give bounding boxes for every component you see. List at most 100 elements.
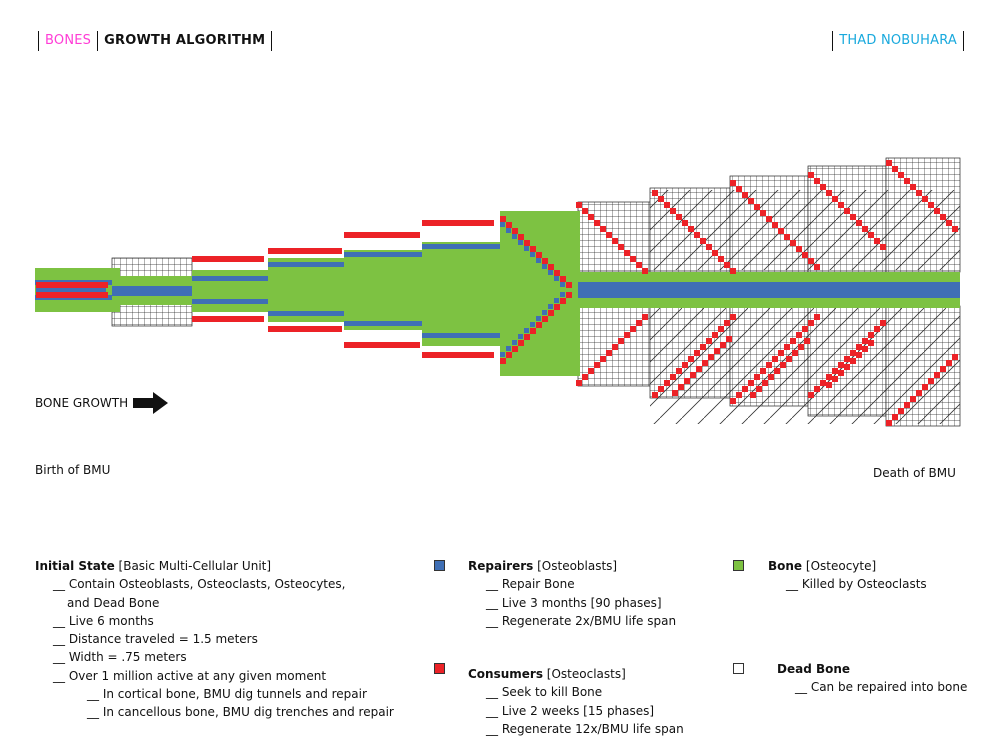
consumer-cells: [742, 386, 748, 392]
consumer-cells: [682, 220, 688, 226]
consumer-cells: [600, 226, 606, 232]
consumer-cells: [652, 190, 658, 196]
consumer-cells: [714, 348, 720, 354]
consumer-cells: [582, 374, 588, 380]
repairer-cells: [554, 298, 559, 303]
consumer-cells: [856, 344, 862, 350]
consumer-cells: [778, 350, 784, 356]
legend-line: __ Regenerate 12x/BMU life span: [486, 721, 684, 736]
bone-growth-label: BONE GROWTH: [35, 396, 129, 410]
consumer-cells: [934, 372, 940, 378]
consumer-cells: [904, 178, 910, 184]
consumer-cells: [760, 368, 766, 374]
repairer-cells: [344, 252, 422, 257]
consumer-cells: [826, 190, 832, 196]
consumer-cells: [548, 264, 554, 270]
consumer-cells: [518, 234, 524, 240]
consumer-cells: [946, 220, 952, 226]
consumer-cells: [624, 250, 630, 256]
legend-line: __ Regenerate 2x/BMU life span: [486, 613, 677, 628]
consumer-cells: [772, 356, 778, 362]
repairer-cells: [35, 222, 960, 357]
legend-line: __ Killed by Osteoclasts: [786, 577, 927, 592]
consumer-cells: [706, 338, 712, 344]
consumer-cells: [582, 208, 588, 214]
consumer-cells: [718, 326, 724, 332]
consumer-cells: [922, 384, 928, 390]
consumer-cells: [36, 160, 958, 426]
bmu-growth-diagram: [35, 157, 961, 427]
repairer-cells: [578, 282, 960, 298]
consumer-cells: [700, 344, 706, 350]
legend-subtitle: [Osteoblasts]: [533, 559, 618, 573]
consumer-cells: [566, 292, 572, 298]
consumer-cells: [808, 172, 814, 178]
legend-line: and Dead Bone: [67, 595, 160, 610]
repairer-cells: [422, 333, 500, 338]
consumer-cells: [856, 220, 862, 226]
repairer-cells: [560, 292, 565, 297]
consumer-cells: [772, 222, 778, 228]
consumer-cells: [730, 268, 736, 274]
consumer-cells: [766, 362, 772, 368]
legend-line: __ Distance traveled = 1.5 meters: [53, 632, 258, 647]
consumer-cells: [748, 198, 754, 204]
consumer-cells: [808, 258, 814, 264]
legend-subtitle: [Osteoclasts]: [542, 667, 626, 681]
repairer-cells: [268, 311, 344, 316]
growth-arrow-icon: [133, 392, 168, 414]
consumer-cells: [940, 366, 946, 372]
consumer-cells: [802, 252, 808, 258]
repairer-cells: [560, 282, 565, 287]
consumer-cells: [886, 160, 892, 166]
consumer-cells: [808, 320, 814, 326]
consumer-cells: [536, 252, 542, 258]
consumer-cells: [630, 326, 636, 332]
legend-line: __ Contain Osteoblasts, Osteoclasts, Ost…: [53, 577, 346, 592]
birth-label: Birth of BMU: [35, 463, 111, 477]
consumer-cells: [946, 360, 952, 366]
consumer-cells: [952, 354, 958, 360]
consumer-cells: [940, 214, 946, 220]
consumer-cells: [796, 246, 802, 252]
consumer-cells: [706, 244, 712, 250]
consumer-cells: [754, 204, 760, 210]
consumer-cells: [624, 332, 630, 338]
consumer-cells: [700, 238, 706, 244]
consumer-cells: [868, 340, 874, 346]
consumer-cells: [910, 184, 916, 190]
consumer-cells: [560, 276, 566, 282]
consumer-cells: [820, 184, 826, 190]
header-divider: [963, 31, 964, 51]
consumer-cells: [766, 216, 772, 222]
consumer-cells: [712, 250, 718, 256]
consumer-cells: [760, 210, 766, 216]
header-divider: [271, 31, 273, 51]
consumer-cells: [928, 378, 934, 384]
header-divider: [832, 31, 834, 51]
consumer-cells: [524, 240, 530, 246]
consumer-cells: [784, 234, 790, 240]
consumer-cells: [916, 390, 922, 396]
consumer-cells: [862, 346, 868, 352]
consumer-cells: [530, 328, 536, 334]
legend-title: Initial State: [35, 559, 115, 573]
repairer-cells: [548, 304, 553, 309]
consumer-cells: [636, 320, 642, 326]
author-name: THAD NOBUHARA: [839, 33, 957, 48]
consumer-cells: [554, 304, 560, 310]
consumer-cells: [726, 336, 732, 342]
consumer-cells: [536, 322, 542, 328]
repairer-cells: [542, 264, 547, 269]
repairer-cells: [422, 244, 500, 249]
consumer-swatch: [434, 663, 445, 674]
consumer-cells: [762, 380, 768, 386]
consumer-cells: [422, 352, 494, 358]
repairer-cells: [192, 276, 268, 281]
consumer-cells: [636, 262, 642, 268]
consumer-cells: [802, 326, 808, 332]
consumer-cells: [664, 380, 670, 386]
legend-line: __ Live 3 months [90 phases]: [486, 595, 662, 610]
consumer-cells: [652, 392, 658, 398]
consumer-cells: [780, 362, 786, 368]
